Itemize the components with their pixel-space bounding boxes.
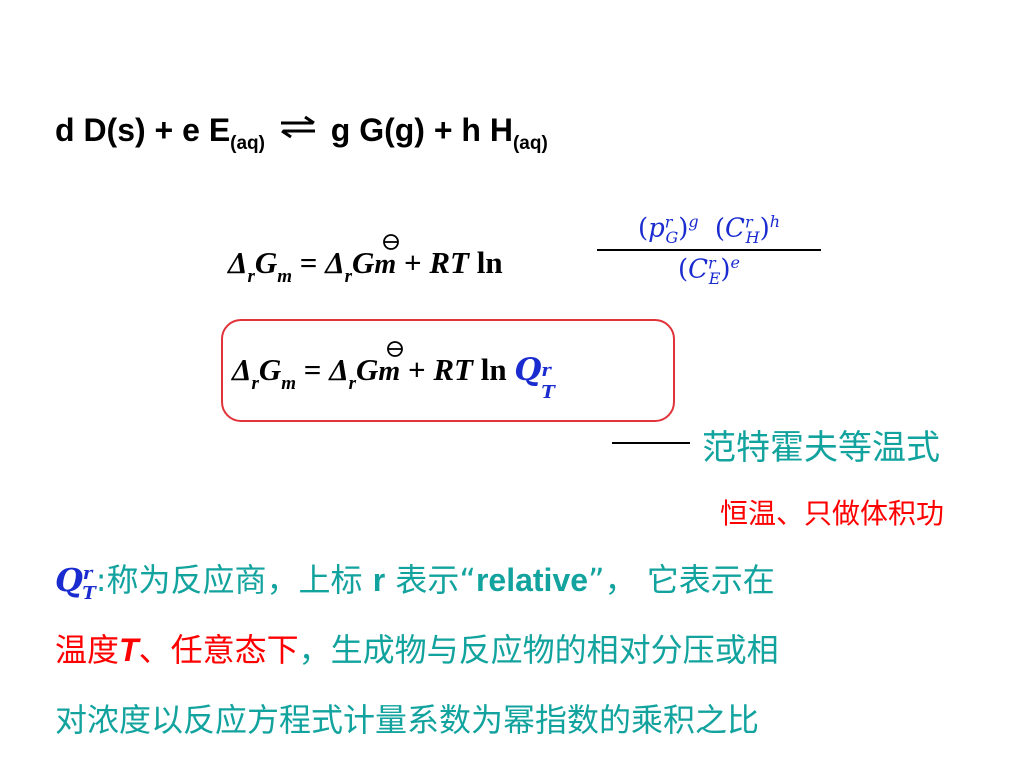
equilibrium-arrow-icon [280,115,315,139]
reaction-quotient-symbol: QrT [55,561,96,604]
fraction-bar [597,248,821,251]
fraction-denominator: (CrE)e [677,252,741,288]
explanation-line-1: QrT:称为反应商，上标 r 表示“relative”， 它表示在 [55,561,775,604]
reaction-equation: d D(s) + e E(aq) g G(g) + h H(aq) [55,112,548,155]
highlight-frame [221,319,675,422]
fraction-numerator: (prG)g (CrH)h [637,212,781,247]
label-dash [612,442,690,444]
standard-state-icon [387,341,403,357]
vanthoff-isotherm-label: 范特霍夫等温式 [702,428,940,468]
reaction-e-subscript: (aq) [230,133,265,154]
conditions-label: 恒温、只做体积功 [720,497,945,530]
explanation-line-2: 温度T、任意态下，生成物与反应物的相对分压或相 [55,631,779,669]
reaction-right: g G(g) + h H [330,112,513,148]
reaction-left: d D(s) + e E [55,112,231,148]
reaction-quotient-fraction: (prG)g (CrH)h (CrE)e [597,212,821,288]
explanation-line-3: 对浓度以反应方程式计量系数为幂指数的乘积之比 [55,701,760,739]
standard-state-icon [383,234,399,250]
reaction-h-subscript: (aq) [512,133,548,154]
